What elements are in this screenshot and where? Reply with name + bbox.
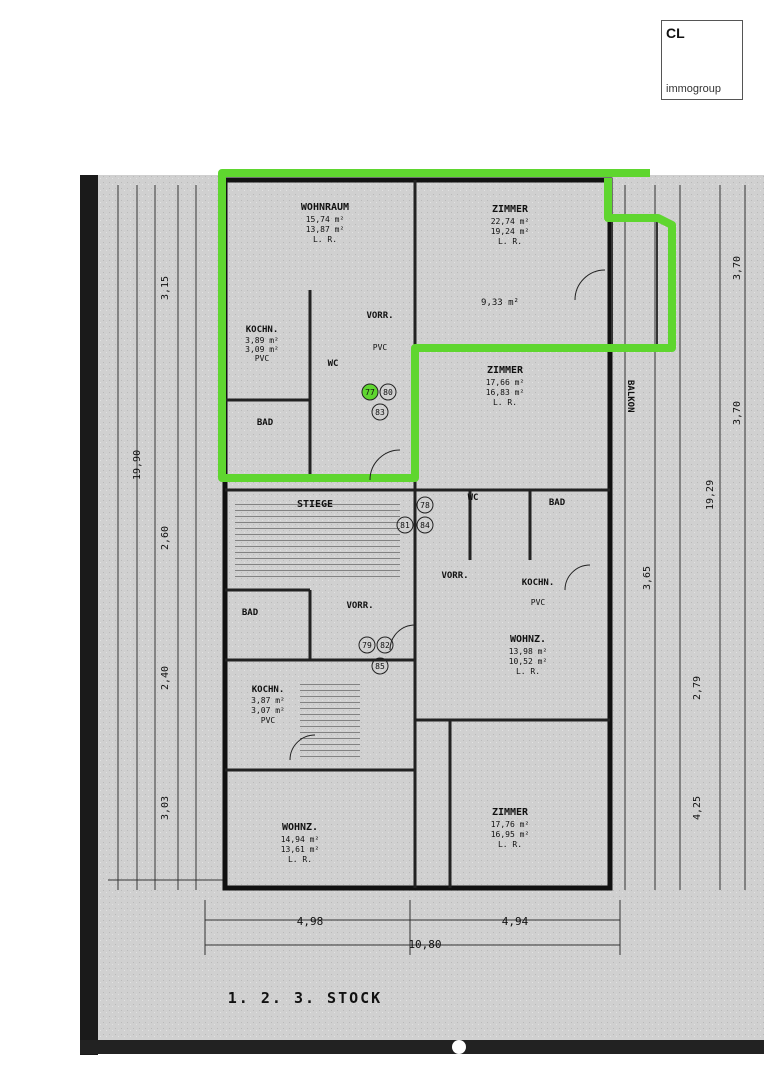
room-name-stiege: STIEGE [297,499,333,510]
punch-hole [452,1040,466,1054]
room-floor-wohnz-left: L. R. [288,855,312,864]
room-area-zimmer-top: 22,74 m² [491,217,530,226]
room-area2-zimmer-top: 19,24 m² [491,227,530,236]
room-name-zimmer-top: ZIMMER [492,204,529,215]
room-name-kuche-top: KOCHN. [246,325,279,335]
dim-left: 2,40 [160,666,171,690]
room-floor-kuche-top: PVC [255,354,270,363]
room-name-wc-top: WC [328,359,339,369]
room-floor-zimmer-mid: L. R. [493,398,517,407]
left-dimension-lines [108,185,225,890]
room-area-wohnz-right: 13,98 m² [509,647,548,656]
door-number: 80 [383,388,393,397]
dim-right-total: 19,29 [705,480,716,510]
room-name-zimmer-mid: ZIMMER [487,365,524,376]
stair-treads [235,500,400,580]
room-floor-wohnraum: L. R. [313,235,337,244]
dim-right: 4,25 [692,796,703,820]
room-name-vorr-right: VORR. [441,571,468,581]
door-number: 77 [365,388,375,397]
room-name-bad-right: BAD [549,498,566,508]
door-number: 84 [420,521,430,530]
room-area-kuche-top: 3,89 m² [245,336,279,345]
room-name-vorr-left: VORR. [346,601,373,611]
dim-left: 2,60 [160,526,171,550]
room-name-bad-top: BAD [257,418,274,428]
room-floor-wohnz-right: L. R. [516,667,540,676]
door-number: 79 [362,641,372,650]
room-area-kuche-left: 3,87 m² [251,696,285,705]
room-area2-zimmer-bottom: 16,95 m² [491,830,530,839]
dim-left-total: 19,90 [132,450,143,480]
room-floor-vorr-top: PVC [373,343,388,352]
scan-edge [80,175,98,1055]
room-name-zimmer-bottom: ZIMMER [492,807,529,818]
room-area2-wohnz-right: 10,52 m² [509,657,548,666]
door-number: 82 [380,641,390,650]
door-number-markers [358,383,434,675]
room-floor-zimmer-bottom: L. R. [498,840,522,849]
room-area2-zimmer-mid: 16,83 m² [486,388,525,397]
room-area2-wohnz-left: 13,61 m² [281,845,320,854]
room-area2-kuche-top: 3,09 m² [245,345,279,354]
room-name-wohnraum: WOHNRAUM [301,202,349,213]
room-area2-kuche-left: 3,07 m² [251,706,285,715]
dim-bottom-total: 10,80 [408,938,441,951]
room-name-wohnz-right: WOHNZ. [510,634,546,645]
plan-sheet [80,175,764,1050]
bottom-dimensions: 4,98 4,94 10,80 [297,915,529,951]
door-swings [289,269,606,761]
room-name-balkon: BALKON [625,380,635,413]
room-name-wohnz-left: WOHNZ. [282,822,318,833]
dim-right: 3,70 [732,256,743,280]
door-number: 85 [375,662,385,671]
highlight-outline [218,169,676,482]
bottom-dimension-lines [204,900,621,955]
room-name-bad-left: BAD [242,608,259,618]
door-number: 81 [400,521,410,530]
scan-edge-bottom [80,1040,764,1054]
room-name-vorr-top: VORR. [366,311,393,321]
room-floor-kuche-right: PVC [531,598,546,607]
room-name-wc-right: WC [468,493,479,503]
left-dimensions: 19,90 3,15 2,60 2,40 3,03 [132,276,171,820]
room-name-kuche-right: KOCHN. [522,578,555,588]
right-dimension-lines [624,185,746,890]
dim-right: 3,65 [642,566,653,590]
floor-title: 1. 2. 3. STOCK [228,989,382,1007]
dim-right: 2,79 [692,676,703,700]
stair-treads-lower [300,680,360,760]
room-area2-wohnraum: 13,87 m² [306,225,345,234]
door-number: 83 [375,408,385,417]
brand-logo: CL immogroup [661,20,743,100]
logo-text: immogroup [666,83,722,95]
balcony-area: 9,33 m² [481,298,519,308]
right-dimensions: 3,70 3,70 19,29 3,65 2,79 4,25 [642,256,743,820]
logo-mark: CL [666,25,685,41]
interior-walls [225,180,610,888]
dim-left: 3,15 [160,276,171,300]
door-number: 78 [420,501,430,510]
outer-walls [222,177,613,891]
room-area-wohnraum: 15,74 m² [306,215,345,224]
room-floor-kuche-left: PVC [261,716,276,725]
room-labels: WOHNRAUM 15,74 m² 13,87 m² L. R. ZIMMER … [242,202,635,864]
dim-left: 3,03 [160,796,171,820]
room-name-kuche-left: KOCHN. [252,685,285,695]
room-area-wohnz-left: 14,94 m² [281,835,320,844]
room-floor-zimmer-top: L. R. [498,237,522,246]
room-area-zimmer-bottom: 17,76 m² [491,820,530,829]
dim-bottom-left: 4,98 [297,915,324,928]
room-area-zimmer-mid: 17,66 m² [486,378,525,387]
dim-bottom-right: 4,94 [502,915,529,928]
dim-right: 3,70 [732,401,743,425]
door-number-labels: 77 80 83 78 81 84 79 82 85 [362,388,430,671]
